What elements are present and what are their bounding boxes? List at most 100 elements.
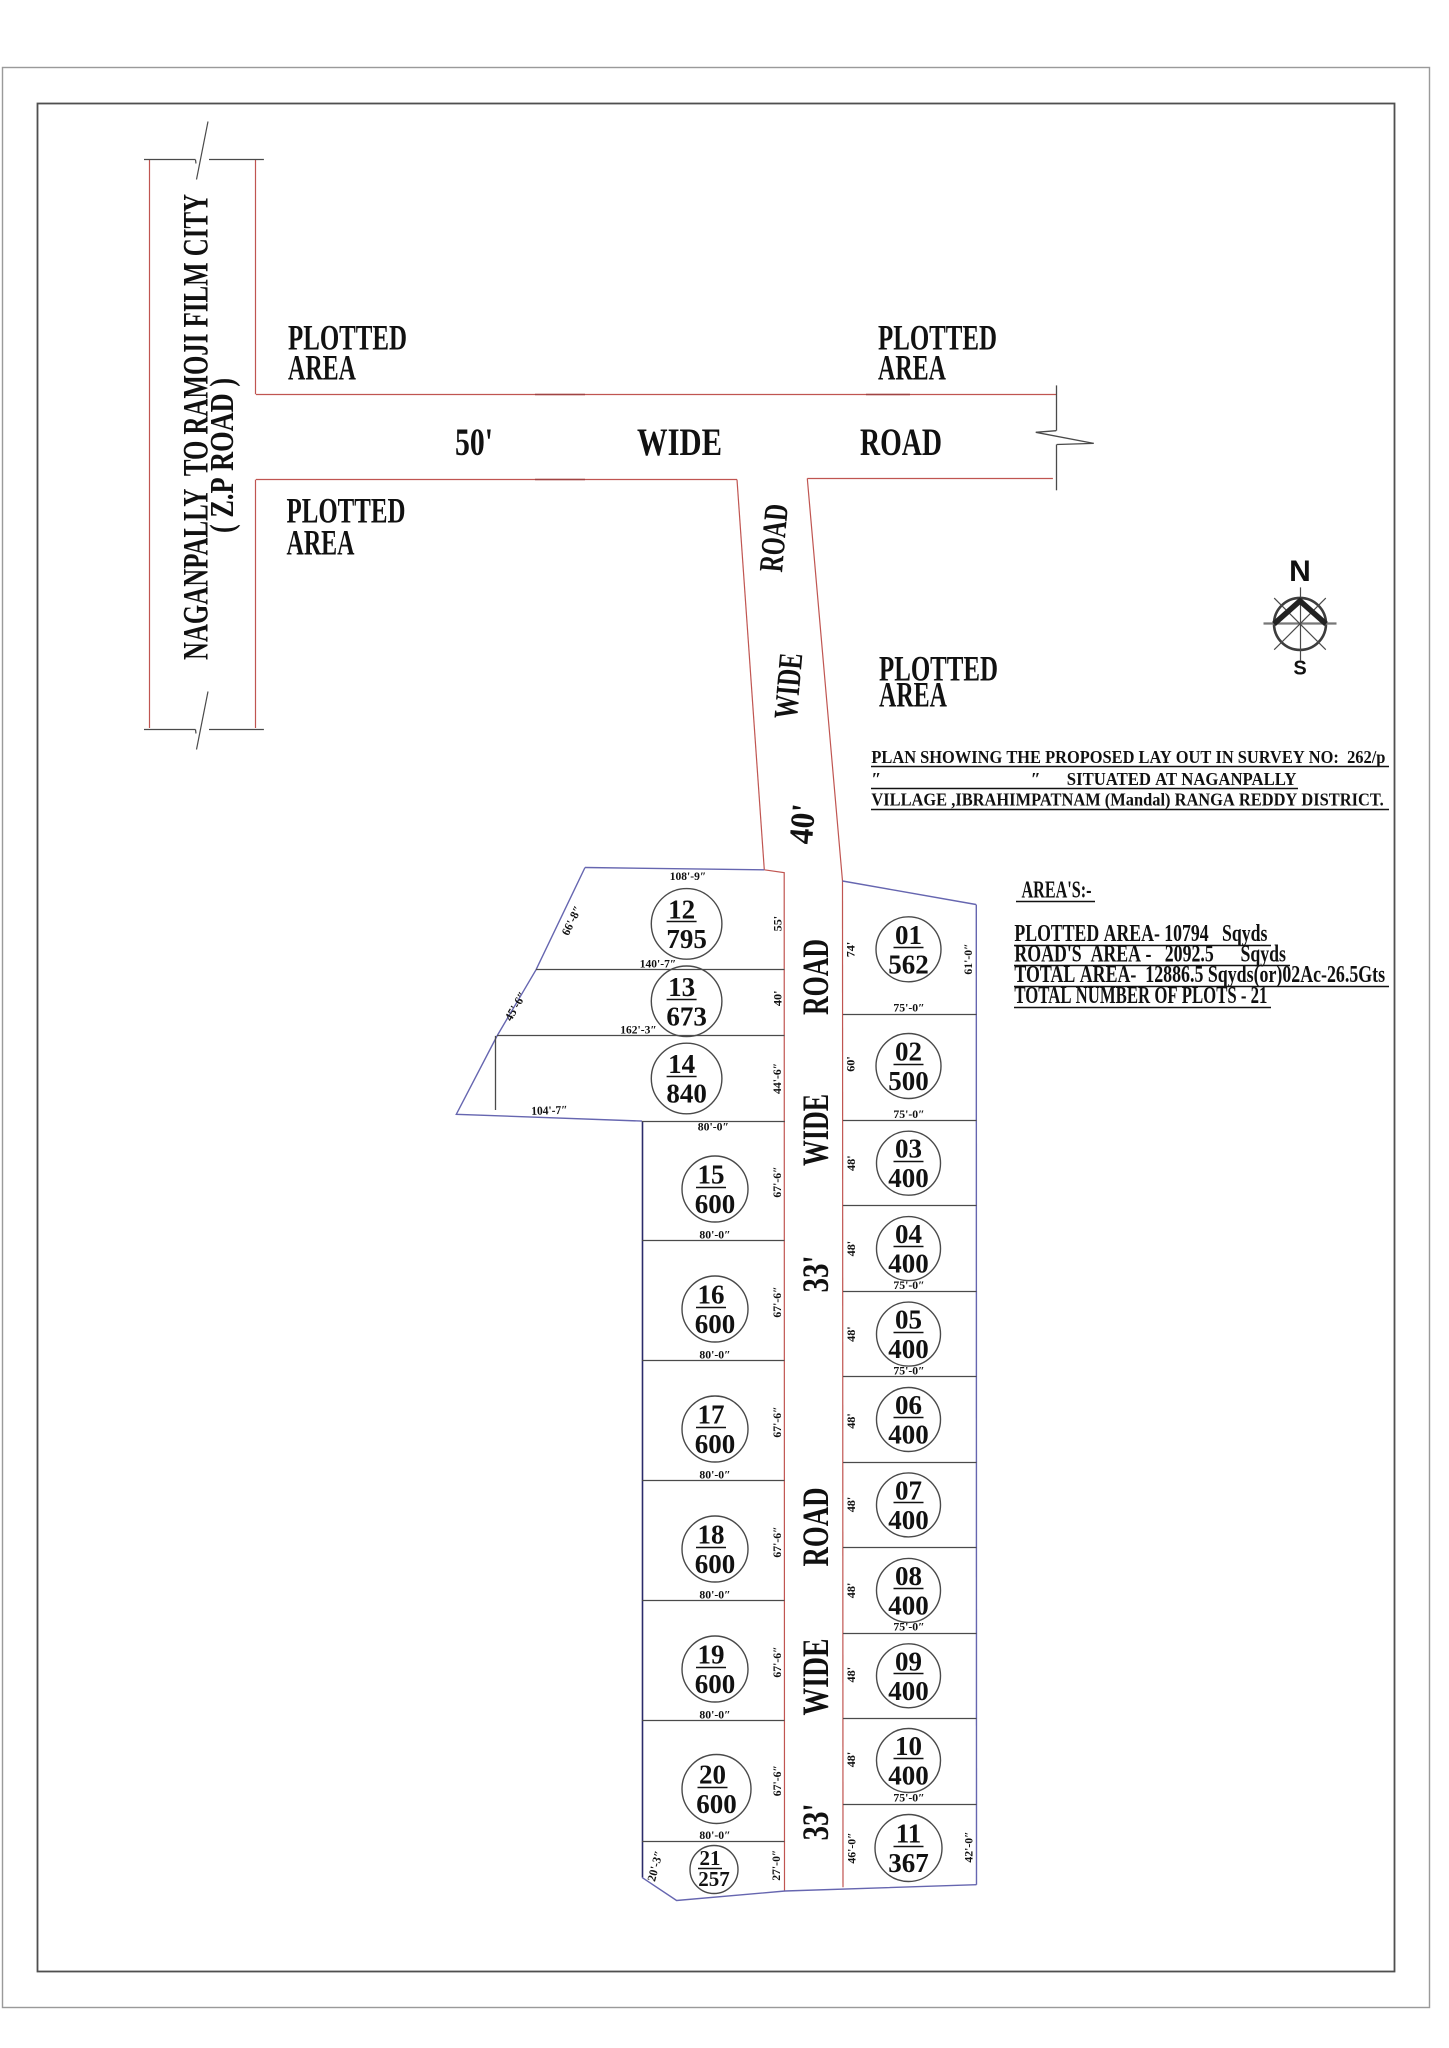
svg-text:VILLAGE ,IBRAHIMPATNAM (Mandal: VILLAGE ,IBRAHIMPATNAM (Mandal) RANGA RE…	[871, 789, 1383, 810]
svg-text:400: 400	[888, 1761, 929, 1791]
svg-text:600: 600	[696, 1789, 737, 1819]
svg-text:09: 09	[895, 1646, 922, 1676]
svg-text:600: 600	[695, 1189, 736, 1219]
svg-text:50': 50'	[455, 421, 493, 464]
svg-text:20: 20	[699, 1760, 726, 1790]
svg-text:ROAD: ROAD	[796, 939, 837, 1015]
svg-text:600: 600	[695, 1309, 736, 1339]
svg-text:500: 500	[888, 1066, 929, 1096]
svg-text:03: 03	[895, 1134, 922, 1164]
svg-text:″: ″	[1031, 769, 1041, 789]
svg-text:05: 05	[895, 1305, 922, 1335]
svg-text:48': 48'	[844, 1326, 858, 1342]
svg-text:75'-0″: 75'-0″	[893, 1107, 924, 1121]
svg-text:48': 48'	[844, 1497, 858, 1513]
svg-text:55': 55'	[771, 916, 785, 932]
svg-text:ROAD: ROAD	[753, 503, 796, 574]
svg-text:162'-3″: 162'-3″	[620, 1023, 656, 1037]
svg-text:44'-6″: 44'-6″	[770, 1063, 784, 1094]
svg-text:80'-0″: 80'-0″	[699, 1708, 730, 1722]
svg-text:46'-0″: 46'-0″	[845, 1832, 859, 1863]
svg-text:67'-6″: 67'-6″	[770, 1646, 784, 1677]
svg-text:AREA'S:-: AREA'S:-	[1022, 878, 1092, 904]
svg-text:WIDE: WIDE	[796, 1094, 837, 1166]
svg-text:400: 400	[888, 1249, 929, 1279]
svg-text:( Z.P ROAD ): ( Z.P ROAD )	[204, 378, 241, 533]
svg-text:06: 06	[895, 1390, 922, 1420]
svg-text:108'-9″: 108'-9″	[670, 869, 706, 883]
svg-text:400: 400	[888, 1163, 929, 1193]
svg-text:40': 40'	[783, 802, 823, 845]
svg-text:08: 08	[895, 1561, 922, 1591]
svg-text:795: 795	[666, 924, 707, 954]
svg-text:60': 60'	[844, 1056, 858, 1072]
svg-text:80'-0″: 80'-0″	[699, 1348, 730, 1362]
svg-text:AREA: AREA	[288, 347, 356, 387]
svg-text:10: 10	[895, 1731, 922, 1761]
svg-text:S: S	[1293, 658, 1306, 680]
svg-text:27'-0″: 27'-0″	[769, 1850, 783, 1881]
svg-text:PLOTTED: PLOTTED	[287, 490, 406, 530]
svg-text:75'-0″: 75'-0″	[893, 1363, 924, 1377]
svg-text:TOTAL NUMBER OF PLOTS - 21: TOTAL NUMBER OF PLOTS - 21	[1014, 983, 1267, 1009]
svg-text:600: 600	[695, 1549, 736, 1579]
svg-text:AREA: AREA	[287, 523, 355, 563]
svg-text:600: 600	[695, 1429, 736, 1459]
svg-text:18: 18	[698, 1520, 725, 1550]
svg-text:140'-7″: 140'-7″	[640, 956, 676, 970]
svg-text:80'-0″: 80'-0″	[698, 1119, 729, 1133]
svg-text:400: 400	[888, 1676, 929, 1706]
svg-text:AREA: AREA	[878, 347, 946, 387]
svg-text:48': 48'	[844, 1155, 858, 1171]
svg-text:07: 07	[895, 1475, 922, 1505]
svg-text:TOTAL AREA- 12886.5 Sqyds(or): TOTAL AREA- 12886.5 Sqyds(or)02Ac-26.5Gt…	[1014, 962, 1385, 988]
svg-text:80'-0″: 80'-0″	[699, 1468, 730, 1482]
svg-text:WIDE: WIDE	[796, 1639, 837, 1716]
svg-text:42'-0″: 42'-0″	[962, 1831, 976, 1862]
svg-text:80'-0″: 80'-0″	[699, 1828, 730, 1842]
svg-text:840: 840	[666, 1079, 707, 1109]
svg-text:67'-6″: 67'-6″	[770, 1166, 784, 1197]
svg-text:562: 562	[888, 949, 929, 979]
svg-text:48': 48'	[844, 1241, 858, 1257]
svg-text:75'-0″: 75'-0″	[893, 1278, 924, 1292]
svg-text:75'-0″: 75'-0″	[893, 1620, 924, 1634]
svg-text:WIDE: WIDE	[637, 421, 722, 464]
svg-text:67'-6″: 67'-6″	[770, 1765, 784, 1796]
svg-text:12: 12	[668, 894, 695, 924]
svg-text:21: 21	[700, 1846, 721, 1870]
svg-text:48': 48'	[844, 1752, 858, 1768]
svg-text:ROAD: ROAD	[796, 1488, 837, 1567]
svg-text:14: 14	[668, 1049, 695, 1079]
svg-text:SITUATED AT NAGANPALLY: SITUATED AT NAGANPALLY	[1067, 769, 1297, 789]
svg-text:367: 367	[888, 1848, 929, 1878]
svg-text:48': 48'	[844, 1667, 858, 1683]
svg-text:48': 48'	[844, 1583, 858, 1599]
svg-text:PLOTTED AREA- 10794 Sqyds: PLOTTED AREA- 10794 Sqyds	[1014, 921, 1267, 947]
svg-text:600: 600	[695, 1669, 736, 1699]
svg-text:02: 02	[895, 1037, 922, 1067]
svg-text:N: N	[1289, 555, 1311, 588]
svg-text:15: 15	[698, 1160, 725, 1190]
svg-text:ROAD: ROAD	[860, 421, 942, 464]
svg-text:400: 400	[888, 1505, 929, 1535]
svg-text:75'-0″: 75'-0″	[893, 1001, 924, 1015]
svg-text:33': 33'	[796, 1256, 837, 1293]
svg-text:PLOTTED: PLOTTED	[878, 317, 997, 357]
svg-text:11: 11	[896, 1819, 922, 1849]
svg-text:40': 40'	[771, 991, 785, 1007]
svg-text:PLAN SHOWING THE PROPOSED LAY: PLAN SHOWING THE PROPOSED LAY OUT IN SUR…	[871, 747, 1385, 767]
svg-text:33': 33'	[796, 1804, 837, 1841]
svg-text:WIDE: WIDE	[768, 652, 811, 721]
svg-text:″: ″	[871, 769, 881, 789]
svg-text:400: 400	[888, 1590, 929, 1620]
svg-text:PLOTTED: PLOTTED	[288, 317, 407, 357]
svg-text:673: 673	[666, 1001, 707, 1031]
svg-text:67'-6″: 67'-6″	[770, 1406, 784, 1437]
svg-text:04: 04	[895, 1219, 922, 1249]
svg-text:17: 17	[698, 1400, 725, 1430]
svg-text:ROAD'S AREA - 2092.5 S: ROAD'S AREA - 2092.5 Sqyds	[1014, 942, 1286, 968]
svg-text:67'-6″: 67'-6″	[770, 1286, 784, 1317]
svg-text:80'-0″: 80'-0″	[699, 1228, 730, 1242]
svg-text:AREA: AREA	[879, 674, 947, 714]
